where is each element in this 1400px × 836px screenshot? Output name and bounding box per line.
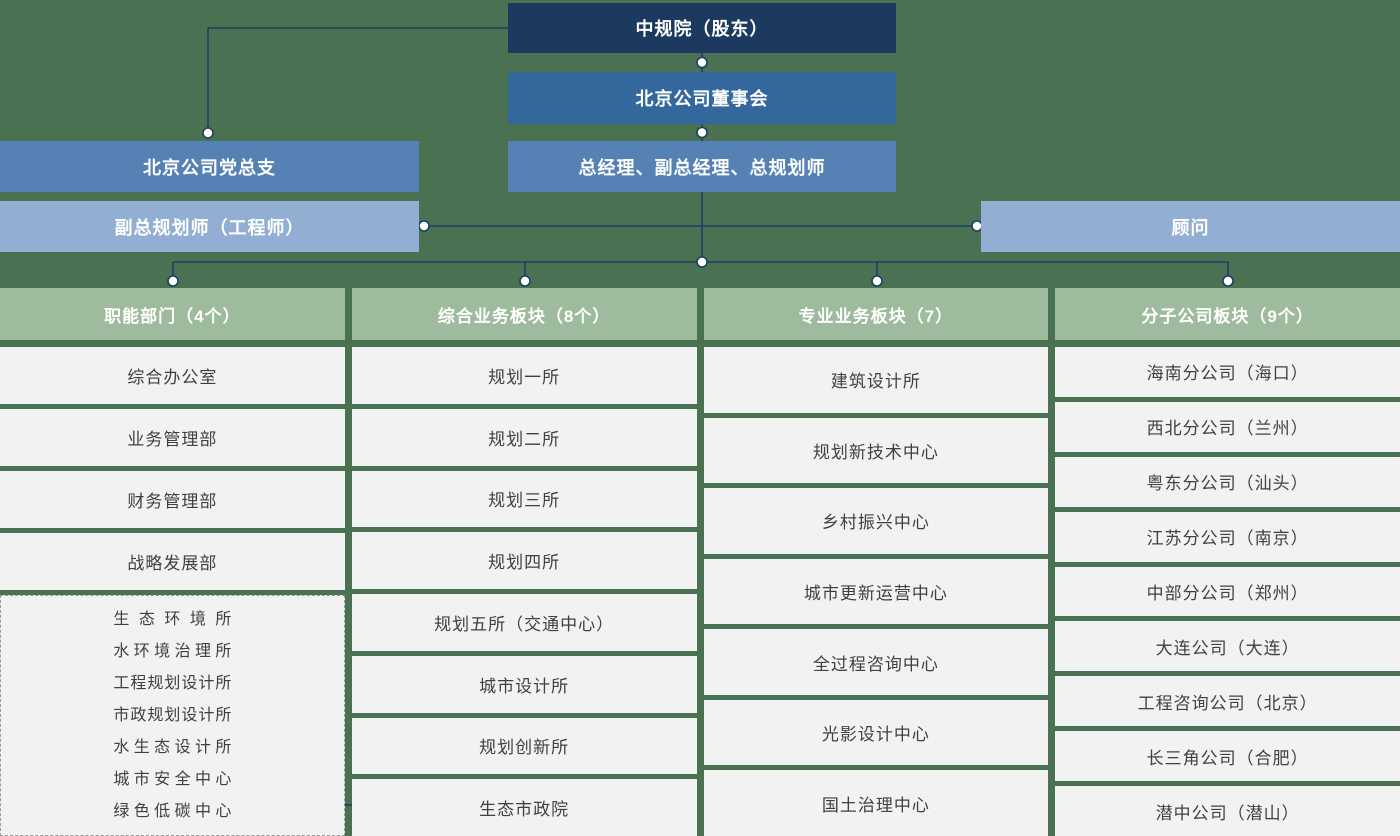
dashed-group-box: 生态环境所 水环境治理所 工程规划设计所 市政规划设计所 水生态设计所 城市安全… [0, 595, 345, 836]
org-node: 城市安全中心 [113, 770, 232, 788]
org-node: 粤东分公司（汕头） [1055, 456, 1400, 507]
org-node-party-branch: 北京公司党总支 [0, 141, 419, 192]
org-node: 中部分公司（郑州） [1055, 566, 1400, 617]
org-node: 水生态设计所 [113, 738, 232, 756]
org-node: 城市设计所 [351, 655, 697, 713]
org-node: 规划新技术中心 [703, 417, 1049, 484]
org-node: 绿色低碳中心 [113, 802, 232, 820]
org-node-advisor: 顾问 [981, 201, 1400, 252]
column-header: 分子公司板块（9个） [1055, 288, 1400, 340]
org-node: 乡村振兴中心 [703, 488, 1049, 554]
org-node: 长三角公司（合肥） [1055, 731, 1400, 782]
org-node: 生态市政院 [351, 779, 697, 836]
org-node: 大连公司（大连） [1055, 621, 1400, 672]
org-node: 海南分公司（海口） [1055, 347, 1400, 397]
org-node: 综合办公室 [0, 347, 345, 404]
org-node: 规划创新所 [351, 717, 697, 775]
org-node: 工程咨询公司（北京） [1055, 676, 1400, 727]
column-items: 综合办公室 业务管理部 财务管理部 战略发展部 生态环境所 水环境治理所 工程规… [0, 347, 345, 836]
column-professional-business: 专业业务板块（7） 建筑设计所 规划新技术中心 乡村振兴中心 城市更新运营中心 … [703, 288, 1049, 836]
org-node: 光影设计中心 [703, 699, 1049, 766]
column-header: 综合业务板块（8个） [351, 288, 697, 340]
org-node: 国土治理中心 [703, 770, 1049, 836]
org-node: 生态环境所 [113, 610, 232, 628]
column-items: 海南分公司（海口） 西北分公司（兰州） 粤东分公司（汕头） 江苏分公司（南京） … [1055, 347, 1400, 836]
org-node: 潜中公司（潜山） [1055, 786, 1400, 836]
column-subsidiaries: 分子公司板块（9个） 海南分公司（海口） 西北分公司（兰州） 粤东分公司（汕头）… [1055, 288, 1400, 836]
org-node: 业务管理部 [0, 409, 345, 466]
department-columns: 职能部门（4个） 综合办公室 业务管理部 财务管理部 战略发展部 生态环境所 水… [0, 288, 1400, 836]
org-node: 规划四所 [351, 532, 697, 589]
column-items: 建筑设计所 规划新技术中心 乡村振兴中心 城市更新运营中心 全过程咨询中心 光影… [703, 347, 1049, 836]
org-node: 西北分公司（兰州） [1055, 401, 1400, 452]
column-header: 职能部门（4个） [0, 288, 345, 340]
column-functional-departments: 职能部门（4个） 综合办公室 业务管理部 财务管理部 战略发展部 生态环境所 水… [0, 288, 345, 836]
org-node: 财务管理部 [0, 471, 345, 528]
org-node: 全过程咨询中心 [703, 629, 1049, 695]
org-node-deputy-planner: 副总规划师（工程师） [0, 201, 419, 252]
org-node: 建筑设计所 [703, 347, 1049, 413]
org-node: 规划一所 [351, 347, 697, 404]
org-node: 战略发展部 [0, 533, 345, 590]
org-node-management: 总经理、副总经理、总规划师 [508, 141, 896, 192]
column-items: 规划一所 规划二所 规划三所 规划四所 规划五所（交通中心） 城市设计所 规划创… [351, 347, 697, 836]
org-node: 规划二所 [351, 408, 697, 466]
org-node: 规划五所（交通中心） [351, 594, 697, 651]
org-node: 江苏分公司（南京） [1055, 511, 1400, 562]
org-node-shareholder: 中规院（股东） [508, 3, 896, 53]
junction-dot [696, 256, 708, 268]
column-header: 专业业务板块（7） [703, 288, 1049, 340]
org-node-board: 北京公司董事会 [508, 72, 896, 124]
org-node: 市政规划设计所 [113, 706, 232, 724]
org-node: 水环境治理所 [113, 642, 232, 660]
org-node: 工程规划设计所 [113, 674, 232, 692]
org-node: 规划三所 [351, 470, 697, 528]
org-node: 城市更新运营中心 [703, 558, 1049, 625]
column-comprehensive-business: 综合业务板块（8个） 规划一所 规划二所 规划三所 规划四所 规划五所（交通中心… [351, 288, 697, 836]
